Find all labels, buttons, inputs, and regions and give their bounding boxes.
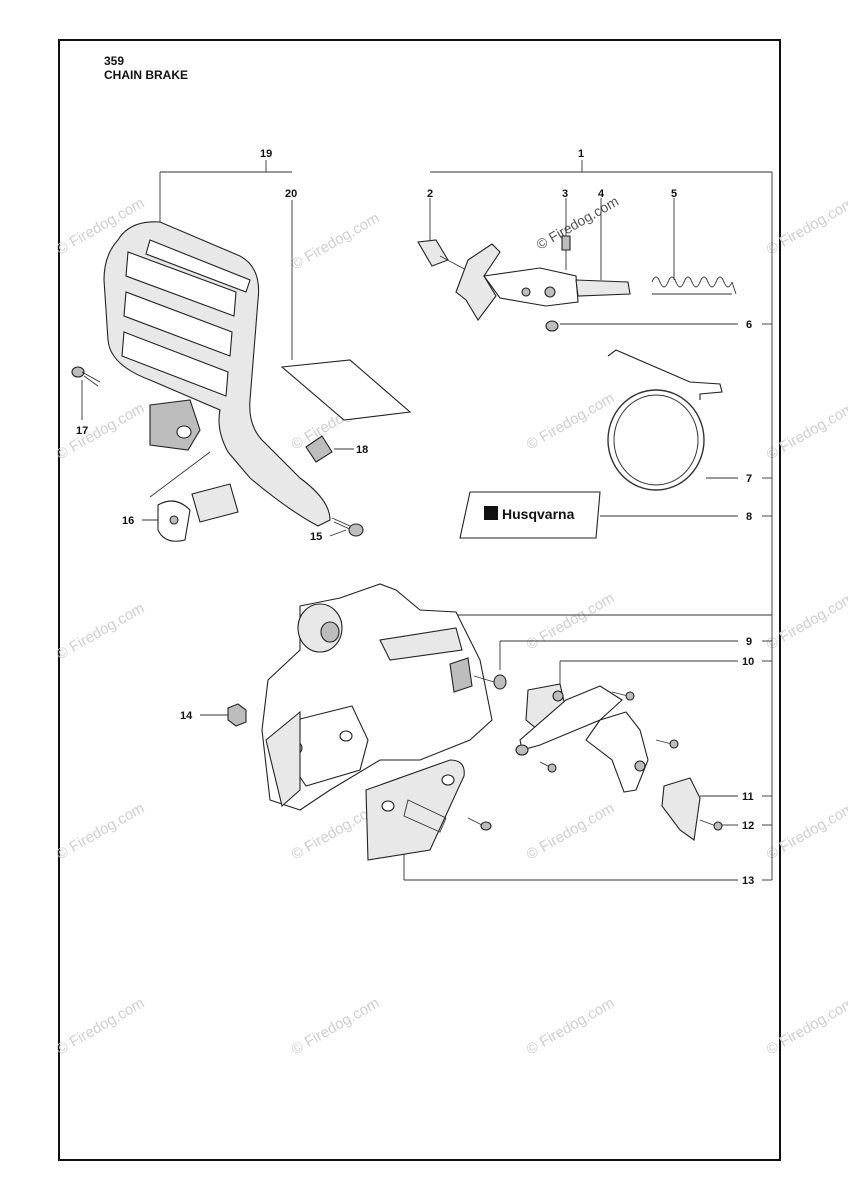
- callout-labels: 1 2 3 4 5 6 7 8 9 10 11 12 13 14 15 16 1…: [76, 148, 754, 887]
- callout-15: 15: [310, 531, 322, 543]
- watermark: © Firedog.com: [764, 399, 848, 463]
- watermark: © Firedog.com: [764, 589, 848, 653]
- nut: [227, 703, 247, 727]
- callout-14: 14: [180, 710, 193, 722]
- husqvarna-decal: Husqvarna: [459, 491, 601, 539]
- watermark: © Firedog.com: [764, 194, 848, 258]
- callout-1: 1: [578, 148, 584, 160]
- washer: [305, 435, 333, 463]
- callout-16: 16: [122, 515, 134, 527]
- husqvarna-logo-text: Husqvarna: [502, 506, 575, 522]
- model-number: 359: [104, 54, 125, 68]
- callout-20: 20: [285, 188, 297, 200]
- callout-10: 10: [742, 656, 754, 668]
- callout-8: 8: [746, 511, 752, 523]
- watermark: © Firedog.com: [54, 599, 148, 663]
- brake-lever-assembly: [417, 232, 737, 332]
- screw: [71, 366, 101, 387]
- callout-2: 2: [427, 188, 433, 200]
- cam-and-block: [157, 483, 239, 542]
- watermark: © Firedog.com: [54, 994, 148, 1058]
- screw: [331, 517, 364, 537]
- front-hand-guard: [103, 221, 331, 527]
- watermark: © Firedog.com: [764, 994, 848, 1058]
- callout-12: 12: [742, 820, 754, 832]
- husqvarna-crown-icon: [484, 506, 498, 520]
- decal: [280, 359, 412, 421]
- watermark: © Firedog.com: [524, 589, 618, 653]
- callout-18: 18: [356, 444, 368, 456]
- watermark: © Firedog.com: [534, 193, 622, 253]
- callout-17: 17: [76, 425, 88, 437]
- diagram-title: CHAIN BRAKE: [104, 68, 188, 82]
- watermark: © Firedog.com: [54, 399, 148, 463]
- watermark: © Firedog.com: [524, 389, 618, 453]
- leader-lines: [81, 160, 773, 881]
- callout-13: 13: [742, 875, 754, 887]
- clutch-cover: [261, 583, 493, 811]
- brake-band: [607, 349, 723, 491]
- chain-guide-assembly: [515, 683, 723, 841]
- watermark: © Firedog.com: [524, 799, 618, 863]
- watermark: © Firedog.com: [289, 994, 383, 1058]
- callout-7: 7: [746, 473, 752, 485]
- watermark: © Firedog.com: [524, 994, 618, 1058]
- page-frame: [58, 39, 781, 1161]
- callout-19: 19: [260, 148, 272, 160]
- callout-9: 9: [746, 636, 752, 648]
- callout-11: 11: [742, 791, 754, 803]
- watermark: © Firedog.com: [54, 799, 148, 863]
- cover-plate: [365, 759, 492, 861]
- callout-3: 3: [562, 188, 568, 200]
- watermark: © Firedog.com: [764, 799, 848, 863]
- callout-4: 4: [598, 188, 605, 200]
- callout-6: 6: [746, 319, 752, 331]
- pin: [473, 674, 507, 690]
- watermark: © Firedog.com: [289, 209, 383, 273]
- callout-5: 5: [671, 188, 677, 200]
- bearing-block: [149, 399, 201, 451]
